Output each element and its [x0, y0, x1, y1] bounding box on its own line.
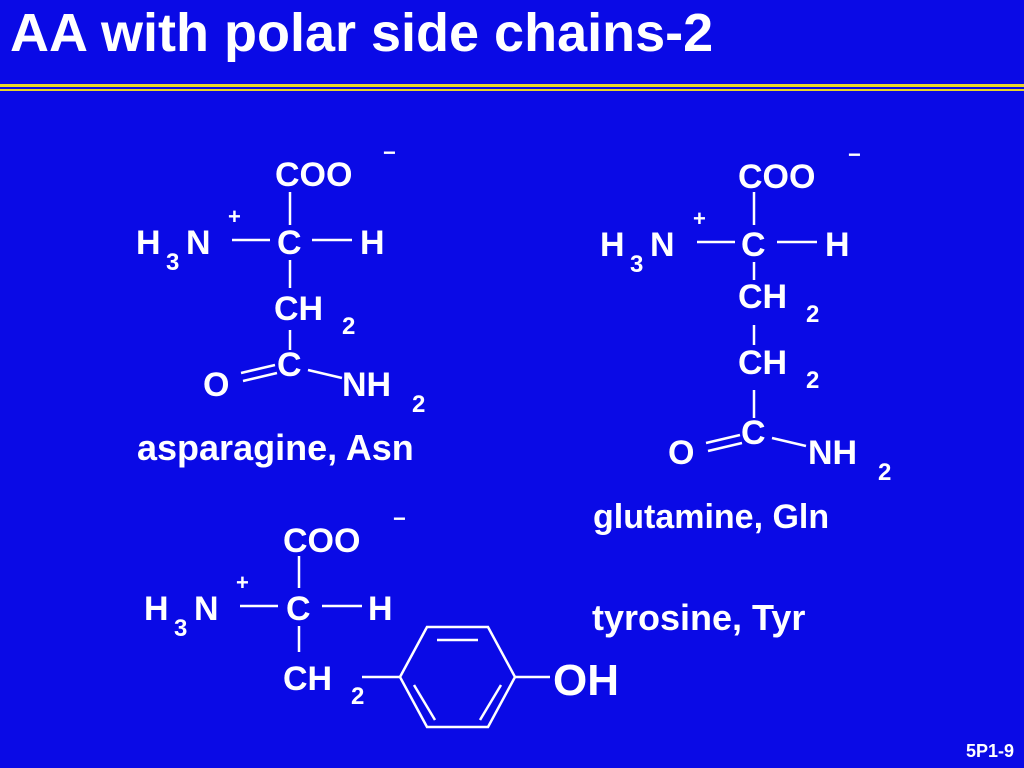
asn-bond-cn — [307, 368, 343, 380]
tyr-benzene-ring — [398, 625, 517, 729]
title-rule-top — [0, 84, 1024, 87]
gln-bond-cn — [771, 436, 807, 448]
tyr-amino-n: N — [194, 590, 219, 628]
gln-ch2-first: CH — [738, 278, 787, 316]
asn-alpha-carbon: C — [277, 224, 302, 262]
tyr-name-label: tyrosine, Tyr — [592, 597, 805, 638]
asn-carboxylate: COO — [275, 156, 352, 194]
gln-ch2-second-subscript: 2 — [806, 367, 819, 394]
gln-minus-charge: − — [848, 142, 861, 167]
asn-minus-charge: − — [383, 140, 396, 165]
asn-ch2: CH — [274, 290, 323, 328]
gln-bond-co-b — [707, 441, 743, 453]
gln-amide-nh: NH — [808, 434, 857, 472]
tyr-hydroxyl: OH — [553, 656, 619, 705]
asparagine-structure: COO − H 3 N + C H CH 2 C O NH 2 asparagi… — [136, 140, 425, 468]
asn-carbonyl-oxygen: O — [203, 366, 229, 404]
gln-amide-subscript: 2 — [878, 459, 891, 486]
asn-name-label: asparagine, Asn — [137, 427, 414, 468]
slide-number: 5P1-9 — [965, 741, 1014, 761]
tyr-ring-double-left — [412, 684, 437, 721]
gln-alpha-h: H — [825, 226, 850, 264]
asn-amide-subscript: 2 — [412, 391, 425, 418]
tyr-ch2: CH — [283, 660, 332, 698]
asn-bond-co-b — [242, 371, 278, 383]
tyr-alpha-carbon: C — [286, 590, 311, 628]
asn-plus-charge: + — [228, 204, 241, 229]
gln-alpha-carbon: C — [741, 226, 766, 264]
tyr-plus-charge: + — [236, 570, 249, 595]
gln-carbonyl-oxygen: O — [668, 434, 694, 472]
bond-lines — [232, 192, 817, 729]
tyr-ch2-subscript: 2 — [351, 683, 364, 710]
tyr-amino-subscript: 3 — [174, 615, 187, 642]
tyr-minus-charge: − — [393, 506, 406, 531]
tyr-carboxylate: COO — [283, 522, 360, 560]
slide-title: AA with polar side chains-2 — [10, 3, 714, 63]
tyr-amino-h: H — [144, 590, 169, 628]
gln-amino-h: H — [600, 226, 625, 264]
asn-bond-co-a — [240, 363, 276, 375]
gln-plus-charge: + — [693, 206, 706, 231]
gln-amino-n: N — [650, 226, 675, 264]
tyr-ring-double-right — [478, 684, 503, 721]
glutamine-structure: COO − H 3 N + C H CH 2 CH 2 C O NH 2 glu… — [593, 142, 891, 536]
gln-carboxylate: COO — [738, 158, 815, 196]
gln-carbonyl-carbon: C — [741, 414, 766, 452]
asn-alpha-h: H — [360, 224, 385, 262]
asn-carbonyl-carbon: C — [277, 346, 302, 384]
gln-bond-co-a — [705, 433, 741, 445]
tyr-alpha-h: H — [368, 590, 393, 628]
title-rule-bottom — [0, 89, 1024, 91]
gln-ch2-second: CH — [738, 344, 787, 382]
asn-ch2-subscript: 2 — [342, 313, 355, 340]
asn-amino-n: N — [186, 224, 211, 262]
asn-amide-nh: NH — [342, 366, 391, 404]
gln-name-label: glutamine, Gln — [593, 498, 829, 536]
tyrosine-structure: COO − H 3 N + C H CH 2 OH tyrosine, Tyr — [144, 506, 805, 710]
gln-ch2-first-subscript: 2 — [806, 301, 819, 328]
asn-amino-h: H — [136, 224, 161, 262]
gln-amino-subscript: 3 — [630, 251, 643, 278]
asn-amino-subscript: 3 — [166, 249, 179, 276]
